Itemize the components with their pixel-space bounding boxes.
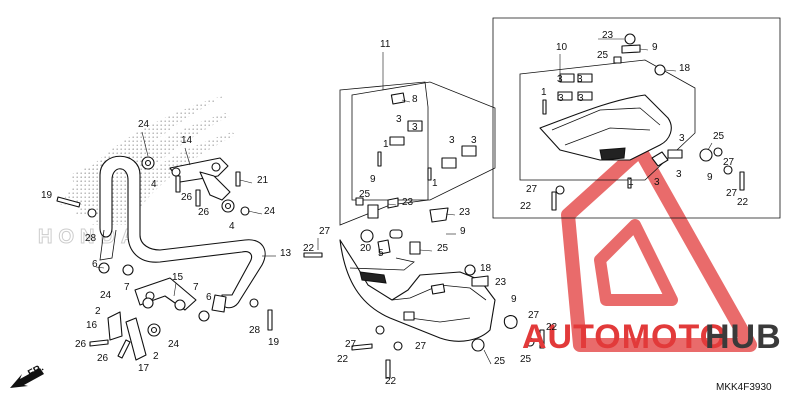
part-callout-9: 9 (707, 172, 713, 183)
part-callout-22: 22 (546, 322, 558, 333)
part-callout-9: 9 (370, 174, 376, 185)
hardware-grommets (87, 156, 259, 337)
part-callout-13: 13 (280, 248, 292, 259)
part-callout-25: 25 (520, 354, 532, 365)
part-callout-9: 9 (652, 42, 658, 53)
part-callout-25: 25 (597, 50, 609, 61)
part-callout-3: 3 (449, 135, 455, 146)
direction-label: FR. (26, 362, 46, 379)
part-callout-24: 24 (100, 290, 112, 301)
group-11-hardware (355, 197, 535, 352)
part-callout-24: 24 (138, 119, 150, 130)
part-callout-14: 14 (181, 135, 193, 146)
part-callout-25: 25 (713, 131, 725, 142)
part-callout-2: 2 (153, 351, 159, 362)
bracket-16 (107, 311, 123, 341)
part-callout-23: 23 (459, 207, 471, 218)
part-callout-22: 22 (385, 376, 397, 387)
part-callout-6: 6 (206, 292, 212, 303)
part-callout-27: 27 (528, 310, 540, 321)
part-callout-17: 17 (138, 363, 150, 374)
part-callout-1: 1 (383, 139, 389, 150)
part-callout-3: 3 (558, 93, 564, 104)
watermark-triangle (561, 143, 757, 352)
part-callout-6: 6 (92, 259, 98, 270)
part-callout-7: 7 (124, 282, 130, 293)
part-callout-26: 26 (75, 339, 87, 350)
part-callout-28: 28 (249, 325, 261, 336)
skid-plate-lower (339, 239, 496, 342)
part-callout-28: 28 (85, 233, 97, 244)
part-callout-5: 5 (378, 248, 384, 259)
diagram-code: MKK4F3930 (716, 382, 772, 393)
part-callout-9: 9 (460, 226, 466, 237)
part-callout-3: 3 (654, 177, 660, 188)
part-callout-3: 3 (676, 169, 682, 180)
part-callout-27: 27 (345, 339, 357, 350)
part-callout-11: 11 (380, 39, 391, 50)
part-callout-9: 9 (511, 294, 517, 305)
group-11-frame (339, 81, 496, 226)
front-arrow-icon (10, 368, 44, 388)
part-callout-19: 19 (268, 337, 280, 348)
part-callout-3: 3 (471, 135, 477, 146)
bracket-14 (169, 157, 231, 201)
part-callout-27: 27 (723, 157, 735, 168)
part-callout-27: 27 (415, 341, 427, 352)
part-callout-27: 27 (526, 184, 538, 195)
part-callout-24: 24 (264, 206, 276, 217)
part-callout-26: 26 (198, 207, 210, 218)
part-callout-25: 25 (437, 243, 449, 254)
part-callout-19: 19 (41, 190, 53, 201)
part-callout-3: 3 (557, 74, 563, 85)
part-callout-2: 2 (95, 306, 101, 317)
part-callout-26: 26 (181, 192, 193, 203)
part-callout-21: 21 (257, 175, 269, 186)
part-callout-8: 8 (412, 94, 418, 105)
part-callout-3: 3 (412, 122, 418, 133)
part-callout-4: 4 (151, 179, 157, 190)
watermark-brand-dark: HUB (705, 318, 782, 356)
part-callout-1: 1 (432, 178, 438, 189)
part-callout-16: 16 (86, 320, 98, 331)
part-callout-3: 3 (679, 133, 685, 144)
part-callout-22: 22 (737, 197, 749, 208)
part-callout-25: 25 (359, 189, 371, 200)
part-callout-22: 22 (337, 354, 349, 365)
part-callout-4: 4 (229, 221, 235, 232)
part-callout-25: 25 (494, 356, 506, 367)
part-callout-3: 3 (577, 74, 583, 85)
bracket-17 (125, 317, 147, 361)
watermark-text: AUTOMOTO HUB (522, 318, 782, 356)
part-callout-27: 27 (726, 188, 738, 199)
part-callout-20: 20 (360, 243, 372, 254)
skid-plate-upper (539, 33, 733, 195)
leader-lines (95, 38, 713, 365)
part-callout-3: 3 (396, 114, 402, 125)
part-callout-24: 24 (168, 339, 180, 350)
part-callout-10: 10 (556, 42, 568, 53)
part-callout-22: 22 (520, 201, 532, 212)
part-callout-27: 27 (319, 226, 331, 237)
part-callout-7: 7 (193, 282, 199, 293)
part-callout-22: 22 (303, 243, 315, 254)
part-callout-23: 23 (402, 197, 414, 208)
group-11-pads (377, 92, 477, 181)
hardware-bolts (56, 171, 745, 379)
watermark-brand-red: AUTOMOTO (522, 318, 727, 356)
part-callout-3: 3 (578, 93, 584, 104)
group-10-frame (492, 17, 781, 219)
part-callout-18: 18 (679, 63, 691, 74)
part-callout-1: 1 (628, 177, 634, 188)
part-callout-18: 18 (480, 263, 492, 274)
part-callout-23: 23 (495, 277, 507, 288)
part-callout-26: 26 (97, 353, 109, 364)
part-callout-15: 15 (172, 272, 184, 283)
part-callout-23: 23 (602, 30, 614, 41)
front-direction-indicator: FR. (10, 362, 46, 388)
part-callout-1: 1 (541, 87, 547, 98)
